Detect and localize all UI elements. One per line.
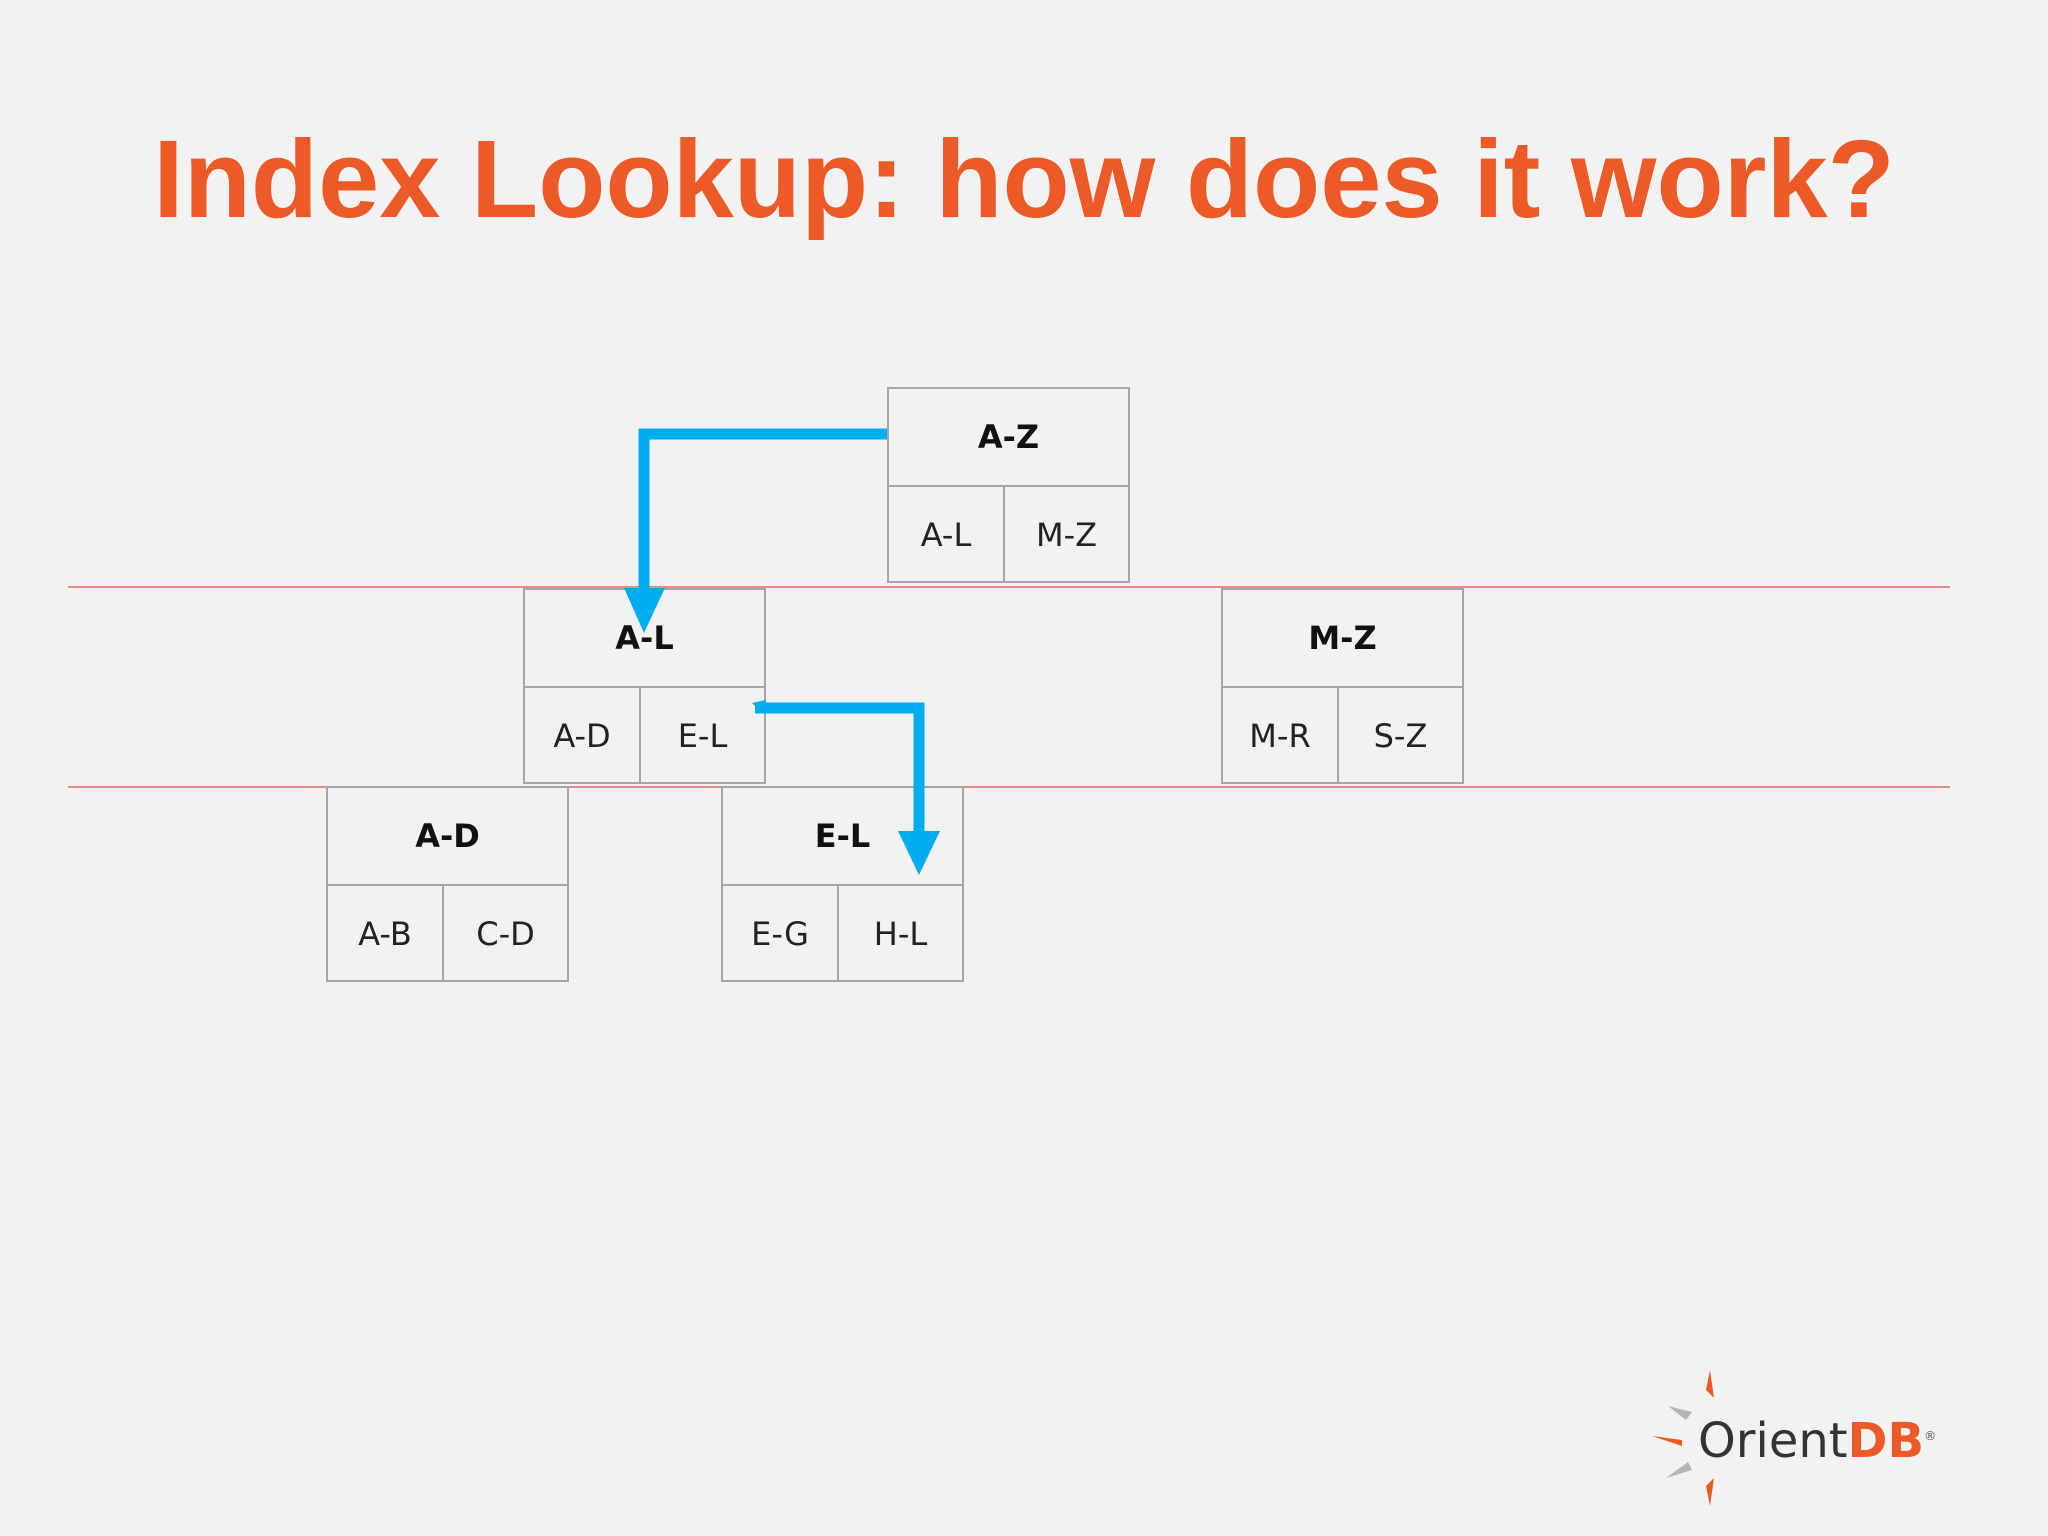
- lookup-arrow-root-to-al: [638, 428, 887, 600]
- orientdb-wordmark-db: DB: [1847, 1413, 1925, 1469]
- orientdb-sun-icon: [1652, 1370, 1714, 1506]
- level1-node-right-left-key: M-R: [1223, 688, 1339, 784]
- root-node: A-Z A-L M-Z: [887, 387, 1130, 583]
- level1-node-left-left-key: A-D: [525, 688, 641, 784]
- level1-node-left-header: A-L: [525, 590, 764, 688]
- level2-node-left-header: A-D: [328, 788, 567, 886]
- root-node-right-key: M-Z: [1035, 516, 1098, 554]
- slide-title: Index Lookup: how does it work?: [153, 118, 1895, 241]
- orientdb-wordmark-orient: Orient: [1698, 1413, 1848, 1469]
- registered-mark: ®: [1924, 1429, 1937, 1443]
- level2-node-right-header: E-L: [723, 788, 962, 886]
- level-divider-line-1: [68, 586, 1950, 588]
- level2-node-right: E-L E-G H-L: [721, 786, 964, 982]
- level-divider-line-2: [68, 786, 1950, 788]
- orientdb-logo: OrientDB®: [1648, 1368, 1936, 1508]
- level1-node-left: A-L A-D E-L: [523, 588, 766, 784]
- level2-node-left-right-key: C-D: [476, 915, 535, 953]
- level1-node-right-header: M-Z: [1223, 590, 1462, 688]
- level1-node-right: M-Z M-R S-Z: [1221, 588, 1464, 784]
- level2-node-left-left-key: A-B: [328, 886, 444, 982]
- level2-node-right-left-key: E-G: [723, 886, 839, 982]
- level2-node-right-right-key: H-L: [873, 915, 928, 953]
- level1-node-right-right-key: S-Z: [1373, 717, 1428, 755]
- orientdb-wordmark: OrientDB®: [1698, 1406, 1936, 1471]
- level2-node-left: A-D A-B C-D: [326, 786, 569, 982]
- root-node-left-key: A-L: [889, 487, 1005, 583]
- root-node-header: A-Z: [889, 389, 1128, 487]
- level1-node-left-right-key: E-L: [677, 717, 728, 755]
